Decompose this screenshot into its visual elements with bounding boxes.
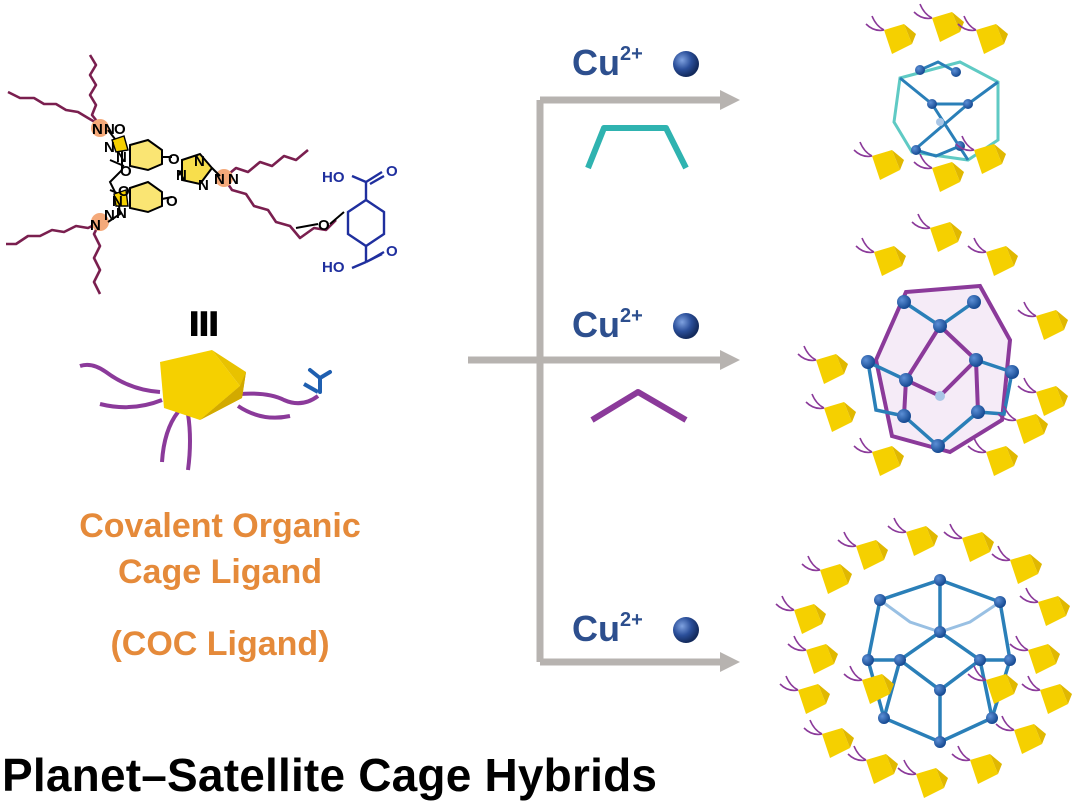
- arrowhead: [720, 350, 740, 370]
- arrowheads: [720, 90, 740, 672]
- atom-label: O: [120, 163, 132, 180]
- reaction-arrows: [468, 96, 722, 666]
- atom-label: N: [228, 171, 239, 188]
- copper-ion-icon: [673, 313, 699, 339]
- atom-label: N: [198, 177, 209, 194]
- copper-ion-label: Cu2+: [572, 608, 643, 650]
- atom-label: N: [104, 207, 115, 224]
- copper-ion-label: Cu2+: [572, 304, 643, 346]
- metal-symbol: Cu: [572, 42, 620, 83]
- atom-label: O: [168, 151, 180, 168]
- ligand-cartoon-icon: [79, 350, 332, 471]
- large-cage-hybrid: [775, 517, 1073, 799]
- atom-label: O: [166, 193, 178, 210]
- purple-linker-icon: [590, 389, 688, 423]
- metal-charge: 2+: [620, 305, 643, 327]
- atom-label: O: [118, 183, 130, 200]
- metal-charge: 2+: [620, 43, 643, 65]
- figure-title: Planet–Satellite Cage Hybrids: [2, 749, 658, 801]
- metal-symbol: Cu: [572, 304, 620, 345]
- atom-label: N: [112, 193, 123, 210]
- atom-label: N: [104, 139, 115, 156]
- copper-ion-icon: [673, 617, 699, 643]
- teal-linker-icon: [585, 125, 689, 170]
- ligand-name-line1: Covalent Organic: [79, 507, 361, 545]
- equivalence-sign: Ⅲ: [188, 305, 220, 345]
- alkyl-chain: [6, 220, 101, 246]
- atom-label: N: [104, 121, 115, 138]
- alkyl-chain: [88, 54, 102, 126]
- atom-label: O: [386, 243, 398, 260]
- ligand-abbreviation: (COC Ligand): [110, 625, 330, 663]
- atom-label: HO: [322, 169, 345, 186]
- atom-label: N: [90, 217, 101, 234]
- copper-ion-icon: [673, 51, 699, 77]
- atom-label: N: [214, 171, 225, 188]
- alkyl-chain: [223, 149, 309, 179]
- atom-label: HO: [322, 259, 345, 276]
- alkyl-chain: [92, 221, 102, 295]
- copper-ion-label: Cu2+: [572, 42, 643, 84]
- ligand-name-line2: Cage Ligand: [117, 553, 323, 591]
- small-cage-hybrid: [853, 3, 1009, 193]
- atom-label: O: [318, 217, 330, 234]
- arrowhead: [720, 90, 740, 110]
- atom-label: N: [116, 205, 127, 222]
- atom-label: O: [386, 163, 398, 180]
- atom-label: N: [176, 167, 187, 184]
- ligand-structure: N N O N N O O N N N N N O O N N N N O: [6, 54, 398, 295]
- metal-symbol: Cu: [572, 608, 620, 649]
- atom-label: O: [114, 121, 126, 138]
- alkyl-chain: [7, 90, 101, 127]
- medium-cage-hybrid: [797, 213, 1069, 477]
- metal-charge: 2+: [620, 609, 643, 631]
- alkyl-chain: [222, 177, 337, 240]
- atom-label: N: [92, 121, 103, 138]
- arrowhead: [720, 652, 740, 672]
- atom-label: N: [194, 153, 205, 170]
- atom-label: N: [116, 149, 127, 166]
